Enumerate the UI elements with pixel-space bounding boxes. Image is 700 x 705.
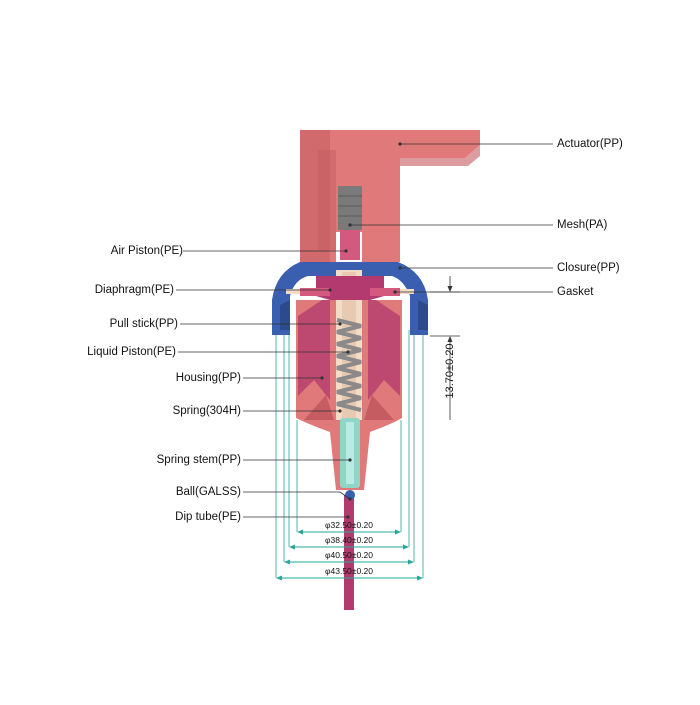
label-air-piston: Air Piston(PE) [110,245,183,257]
dimension-label: φ38.40±0.20 [325,535,373,545]
mesh-shape [338,186,362,230]
label-pull-stick: Pull stick(PP) [109,318,178,330]
spring-shape [336,318,362,412]
label-liquid-piston: Liquid Piston(PE) [87,346,176,358]
label-ball: Ball(GALSS) [175,486,241,498]
leader-dots [320,142,402,519]
dimension-label: φ43.50±0.20 [325,566,373,576]
label-dip-tube: Dip tube(PE) [175,511,241,523]
label-diaphragm: Diaphragm(PE) [94,284,174,296]
leader-lines [176,143,553,518]
vertical-dimension-label: 13.70±0.20 [444,343,456,399]
label-gasket: Gasket [557,286,594,298]
dimension-label: φ32.50±0.20 [325,520,373,530]
dimension-guides [275,330,424,578]
label-actuator: Actuator(PP) [557,138,623,150]
label-housing: Housing(PP) [175,372,241,384]
label-spring-stem: Spring stem(PP) [156,454,241,466]
label-closure: Closure(PP) [557,262,620,274]
dimension-label: φ40.50±0.20 [325,550,373,560]
label-spring: Spring(304H) [172,405,241,417]
label-mesh: Mesh(PA) [557,219,608,231]
air-piston-shape [316,276,384,300]
dip-tube-shape [344,495,354,610]
dimension-arrowheads [276,529,423,581]
diaphragm-shape [300,288,330,296]
dimension-arrows [278,531,421,579]
vertical-dimension-lines [430,276,460,420]
